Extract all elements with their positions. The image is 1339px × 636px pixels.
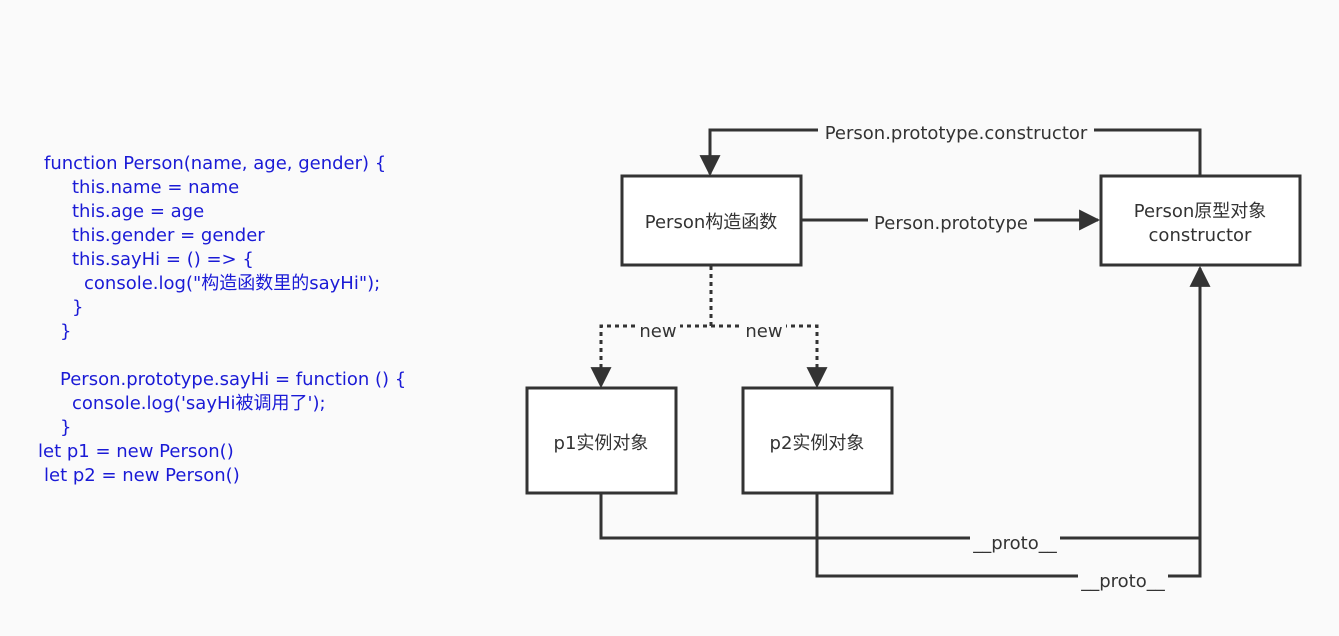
code-line: this.name = name xyxy=(72,177,240,198)
node-label: p2实例对象 xyxy=(770,433,865,454)
edge-label-bg xyxy=(818,120,1094,144)
code-line: } xyxy=(60,321,72,342)
code-line: this.age = age xyxy=(72,201,205,222)
code-line: let p1 = new Person() xyxy=(38,441,234,462)
node-p2: p2实例对象 xyxy=(741,386,894,495)
node-label: p1实例对象 xyxy=(554,433,649,454)
node-constructor-fn: Person构造函数 xyxy=(620,174,803,267)
edge-label-proto-p1: __proto__ xyxy=(972,533,1058,554)
code-line: console.log("构造函数里的sayHi"); xyxy=(84,273,381,294)
edge-label-bg xyxy=(1078,567,1168,591)
edge-label-bg xyxy=(970,529,1060,553)
node-label: constructor xyxy=(1149,225,1253,246)
edge-label-new-p2: new xyxy=(745,321,782,342)
edge-label-bg xyxy=(742,318,786,340)
edge-label-new-p1: new xyxy=(639,321,676,342)
code-line: let p2 = new Person() xyxy=(44,465,240,486)
edge-label-prototype: Person.prototype xyxy=(874,213,1028,234)
code-line: console.log('sayHi被调用了'); xyxy=(72,393,326,414)
node-label: Person构造函数 xyxy=(645,212,778,233)
node-p1: p1实例对象 xyxy=(525,386,678,495)
code-line: } xyxy=(72,297,84,318)
edge-label-bg xyxy=(868,209,1034,233)
code-panel: function Person(name, age, gender) { thi… xyxy=(0,0,480,636)
edge-label-bg xyxy=(636,318,680,340)
node-label: Person原型对象 xyxy=(1134,201,1267,222)
node-prototype-obj: Person原型对象 constructor xyxy=(1099,174,1302,267)
edge-proto-p2 xyxy=(815,265,1211,578)
edge-label-prototype-constructor: Person.prototype.constructor xyxy=(825,123,1088,144)
code-line: function Person(name, age, gender) { xyxy=(44,153,387,174)
code-line: this.gender = gender xyxy=(72,225,265,246)
edge-proto-p1 xyxy=(599,494,1200,540)
code-line: this.sayHi = () => { xyxy=(72,249,254,270)
edge-label-proto-p2: __proto__ xyxy=(1080,571,1166,592)
code-line: } xyxy=(60,417,72,438)
code-line: Person.prototype.sayHi = function () { xyxy=(60,369,407,390)
